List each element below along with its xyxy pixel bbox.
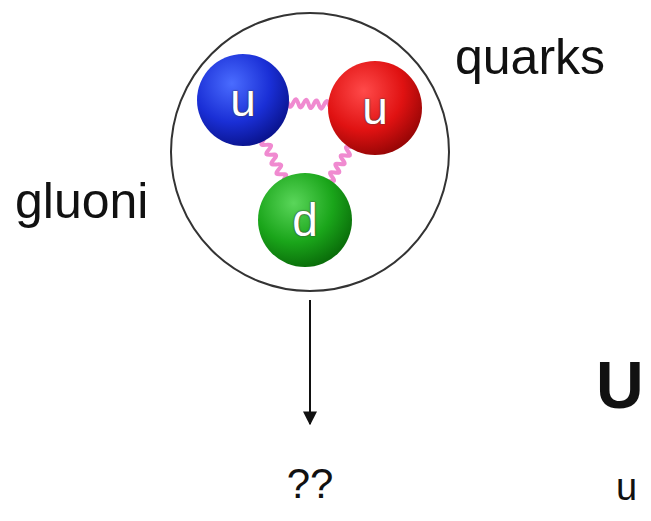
up-quark-ball: u xyxy=(196,53,290,147)
quarks-label: quarks xyxy=(455,32,605,82)
ball-fill xyxy=(197,54,289,146)
big-u-label: U xyxy=(596,352,644,418)
small-u-label: u xyxy=(616,468,637,506)
down-arrow xyxy=(309,300,311,424)
up-quark-ball: u xyxy=(327,60,423,156)
proton-outline xyxy=(171,13,449,291)
gluons-label: gluoni xyxy=(15,176,148,226)
gluon-line xyxy=(288,99,329,108)
gluon-line xyxy=(329,147,350,182)
ball-fill xyxy=(328,61,422,155)
unknown-label: ?? xyxy=(287,463,334,505)
quark-letter: u xyxy=(327,60,423,156)
gluon-line xyxy=(261,140,286,179)
quark-letter: u xyxy=(196,53,290,147)
ball-fill xyxy=(258,173,352,267)
down-quark-ball: d xyxy=(257,172,353,268)
quark-letter: d xyxy=(257,172,353,268)
